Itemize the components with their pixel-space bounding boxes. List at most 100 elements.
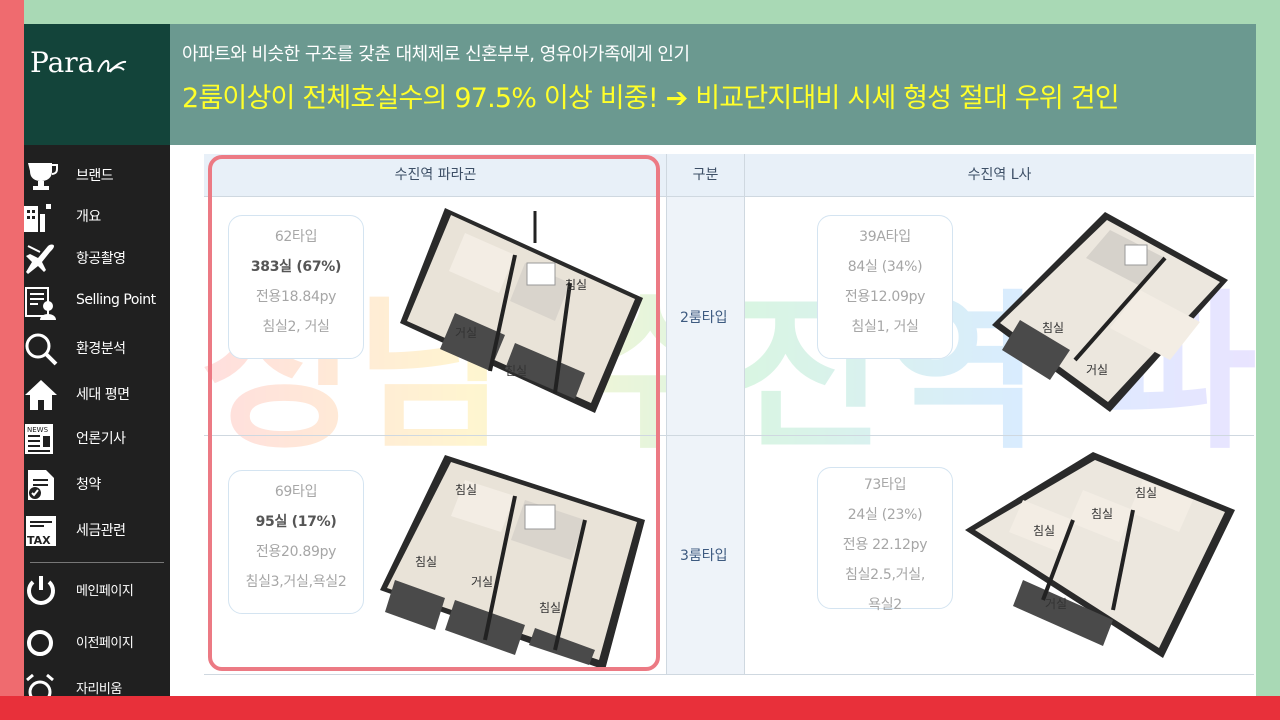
unit-rooms-cont: 욕실2 — [868, 597, 902, 613]
room-label: 침실 — [415, 555, 437, 569]
room-label: 거실 — [1086, 363, 1108, 377]
room-label: 침실 — [565, 278, 587, 292]
tax-icon: TAX — [26, 516, 56, 547]
room-label: 침실 — [1135, 486, 1157, 500]
frame-right — [1256, 0, 1280, 720]
back-circle-icon — [27, 630, 53, 656]
row-divider — [204, 674, 1254, 675]
floorplan-69-type: 침실 침실 거실 침실 — [380, 455, 645, 670]
unit-count: 84실 (34%) — [847, 259, 923, 275]
trophy-icon — [28, 163, 58, 190]
row-divider — [204, 435, 1254, 436]
room-label: 침실 — [1091, 507, 1113, 521]
floorplan-62-type: 침실 거실 침실 — [400, 208, 643, 413]
alarm-clock-icon — [26, 673, 54, 696]
nav-divider — [30, 562, 164, 563]
nav-label: 개요 — [76, 209, 101, 225]
room-label: 침실 — [455, 483, 477, 497]
room-label: 침실 — [1033, 524, 1055, 538]
power-icon — [27, 576, 55, 605]
col-header-left-label: 수진역 파라곤 — [394, 167, 477, 183]
unit-area: 전용 22.12py — [842, 537, 928, 553]
nav-item-press[interactable]: NEWS 언론기사 — [24, 418, 170, 458]
unit-count: 95실 (17%) — [255, 514, 337, 530]
header-banner: 아파트와 비슷한 구조를 갖춘 대체제로 신혼부부, 영유아가족에게 인기 2룸… — [170, 24, 1256, 145]
header-subtitle: 아파트와 비슷한 구조를 갖춘 대체제로 신혼부부, 영유아가족에게 인기 — [182, 44, 690, 65]
nav-label: 자리비움 — [76, 682, 122, 696]
category-column — [667, 197, 744, 675]
nav-item-environment[interactable]: 환경분석 — [24, 328, 170, 368]
room-label: 거실 — [471, 575, 493, 589]
home-icon — [25, 380, 57, 410]
document-person-icon — [25, 287, 56, 320]
unit-area: 전용12.09py — [844, 289, 926, 305]
svg-text:NEWS: NEWS — [27, 426, 49, 434]
unit-info-card: 69타입 95실 (17%) 전용20.89py 침실3,거실,욕실2 — [228, 470, 364, 614]
frame-left — [0, 0, 24, 720]
header-headline: 2룸이상이 전체호실수의 97.5% 이상 비중! ➔ 비교단지대비 시세 형성… — [182, 83, 1120, 114]
room-label: 거실 — [1045, 597, 1067, 611]
nav-label: 브랜드 — [76, 168, 114, 184]
comparison-panel: 성남 수진역 파라곤 수진역 파라곤 구분 수진역 L사 2룸타입 3룸타입 6… — [170, 145, 1256, 696]
unit-count: 383실 (67%) — [250, 259, 342, 275]
floorplan-73-type: 침실 침실 침실 거실 — [965, 452, 1235, 658]
sidebar: Para 브랜드 개요 항공촬영 — [24, 24, 170, 696]
nav-label: 이전페이지 — [76, 636, 134, 651]
col-header-mid: 구분 — [667, 154, 744, 197]
row-category-2room: 2룸타입 — [680, 310, 728, 326]
logo-text: Para — [30, 46, 95, 79]
unit-area: 전용18.84py — [255, 289, 337, 305]
floorplan-39a-type: 침실 거실 — [992, 212, 1228, 412]
room-label: 침실 — [539, 601, 561, 615]
nav-label: 세대 평면 — [76, 387, 130, 403]
col-header-left: 수진역 파라곤 — [204, 154, 667, 197]
unit-rooms: 침실1, 거실 — [851, 319, 919, 335]
nav-label: 언론기사 — [76, 431, 126, 447]
nav-label: 세금관련 — [76, 523, 126, 539]
nav-label: 환경분석 — [76, 341, 126, 357]
divider — [666, 154, 667, 675]
unit-type: 62타입 — [274, 229, 318, 245]
frame-bottom — [0, 696, 1280, 720]
nav-item-aerial[interactable]: 항공촬영 — [24, 238, 170, 278]
unit-type: 39A타입 — [859, 229, 911, 245]
nav-label: 항공촬영 — [76, 251, 126, 267]
nav-item-prev-page[interactable]: 이전페이지 — [24, 622, 170, 662]
room-label: 침실 — [1042, 321, 1064, 335]
nav-item-tax[interactable]: TAX 세금관련 — [24, 510, 170, 550]
highlight-frame — [208, 155, 660, 671]
nav-label: 청약 — [76, 477, 101, 493]
svg-text:TAX: TAX — [27, 534, 51, 547]
news-icon: NEWS — [25, 424, 53, 454]
frame-top — [0, 0, 1280, 24]
nav-item-selling-point[interactable]: Selling Point — [24, 282, 170, 322]
nav-item-floorplan[interactable]: 세대 평면 — [24, 374, 170, 414]
unit-info-card: 39A타입 84실 (34%) 전용12.09py 침실1, 거실 — [817, 215, 953, 359]
unit-area: 전용20.89py — [255, 544, 337, 560]
nav-item-brand[interactable]: 브랜드 — [24, 155, 170, 195]
col-header-right-label: 수진역 L사 — [967, 167, 1032, 183]
building-icon — [24, 204, 51, 232]
unit-info-card: 73타입 24실 (23%) 전용 22.12py 침실2.5,거실, 욕실2 — [817, 467, 953, 613]
unit-type: 73타입 — [863, 477, 907, 493]
col-header-right: 수진역 L사 — [745, 154, 1254, 197]
divider — [744, 154, 745, 675]
magnifier-icon — [25, 333, 58, 366]
nav-item-away[interactable]: 자리비움 — [24, 668, 170, 696]
room-label: 거실 — [455, 326, 477, 340]
unit-rooms: 침실2.5,거실, — [845, 567, 925, 583]
room-label: 침실 — [505, 364, 527, 378]
document-check-icon — [28, 470, 54, 500]
logo-box[interactable]: Para — [24, 24, 170, 145]
nav-item-main-page[interactable]: 메인페이지 — [24, 570, 170, 610]
unit-rooms: 침실2, 거실 — [262, 319, 330, 335]
unit-count: 24실 (23%) — [847, 507, 923, 523]
nav-item-subscription[interactable]: 청약 — [24, 464, 170, 504]
nav-item-overview[interactable]: 개요 — [24, 196, 170, 236]
nav-label: 메인페이지 — [76, 584, 134, 599]
unit-type: 69타입 — [274, 484, 318, 500]
unit-rooms: 침실3,거실,욕실2 — [245, 574, 347, 590]
logo-mark-icon — [97, 60, 127, 73]
unit-info-card: 62타입 383실 (67%) 전용18.84py 침실2, 거실 — [228, 215, 364, 359]
airplane-icon — [26, 244, 54, 274]
